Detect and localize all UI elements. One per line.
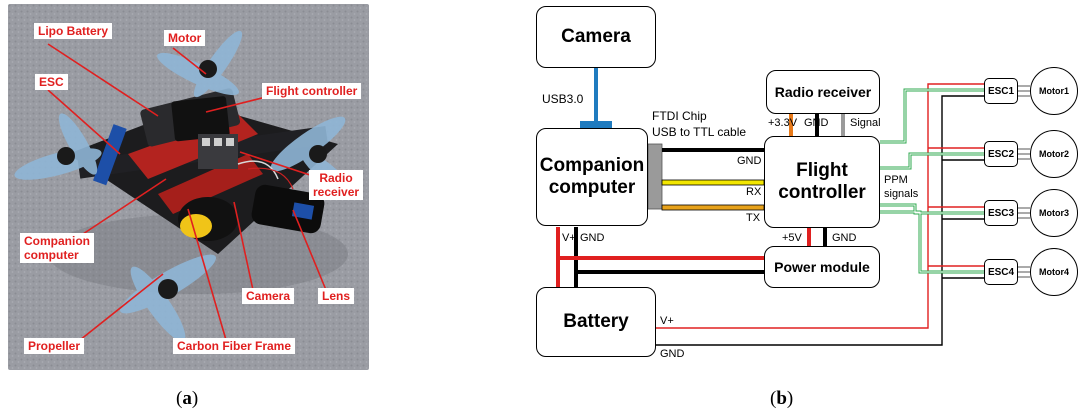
label-carbon-frame: Carbon Fiber Frame xyxy=(173,338,296,354)
flight-line1: Flight xyxy=(796,160,848,181)
gnd-battery-label: GND xyxy=(660,348,685,360)
caption-b-close: ) xyxy=(786,388,794,409)
esc2-box: ESC2 xyxy=(984,141,1018,167)
label-flight-controller: Flight controller xyxy=(262,83,362,99)
caption-b: (b) xyxy=(770,388,793,410)
companion-computer-box: Companion computer xyxy=(536,128,648,226)
usb3-label: USB3.0 xyxy=(542,92,584,106)
ppm-label-line1: PPM xyxy=(884,174,908,186)
flight-controller-box: Flight controller xyxy=(764,136,880,228)
label-radio-receiver: Radio receiver xyxy=(309,170,364,200)
power-module-box: Power module xyxy=(764,246,880,288)
radio-receiver-box: Radio receiver xyxy=(766,70,880,114)
vplus-battery-label: V+ xyxy=(660,315,674,327)
vplus-companion-label: V+ xyxy=(562,232,576,244)
caption-a: (a) xyxy=(176,388,198,410)
wiring-diagram: Camera Radio receiver Companion computer… xyxy=(380,0,1080,380)
label-companion-line1: Companion xyxy=(24,234,90,248)
label-companion-computer: Companion computer xyxy=(20,233,94,263)
caption-a-close: ) xyxy=(191,388,199,409)
label-motor: Motor xyxy=(164,30,206,46)
motor4-circle: Motor4 xyxy=(1030,248,1078,296)
label-lens: Lens xyxy=(318,288,355,304)
photo-leader-lines xyxy=(47,43,327,341)
ftdi-label-line2: USB to TTL cable xyxy=(652,125,747,139)
signal-label: Signal xyxy=(850,117,881,129)
gnd-ftdi-label: GND xyxy=(737,155,762,167)
esc3-box: ESC3 xyxy=(984,200,1018,226)
tx-label: TX xyxy=(746,212,761,224)
label-radio-line1: Radio xyxy=(319,171,353,185)
battery-box: Battery xyxy=(536,287,656,357)
caption-b-open: ( xyxy=(770,388,777,409)
label-esc: ESC xyxy=(35,74,68,90)
gnd-power-label: GND xyxy=(832,232,857,244)
v33-label: +3.3V xyxy=(768,117,798,129)
companion-line1: Companion xyxy=(539,155,645,176)
companion-line2: computer xyxy=(548,177,636,198)
motor2-circle: Motor2 xyxy=(1030,130,1078,178)
camera-box: Camera xyxy=(536,6,656,68)
rx-label: RX xyxy=(746,186,762,198)
esc1-box: ESC1 xyxy=(984,78,1018,104)
label-radio-line2: receiver xyxy=(313,185,360,199)
caption-a-open: ( xyxy=(176,388,183,409)
wiring-lines xyxy=(556,68,1071,346)
drone-photo xyxy=(8,4,369,370)
caption-a-letter: a xyxy=(182,388,192,409)
gnd-radio-label: GND xyxy=(804,117,829,129)
drone-illustration xyxy=(8,4,369,370)
label-camera: Camera xyxy=(242,288,295,304)
gnd-companion-label: GND xyxy=(580,232,605,244)
label-propeller: Propeller xyxy=(24,338,85,354)
motor3-circle: Motor3 xyxy=(1030,189,1078,237)
flight-line2: controller xyxy=(778,182,866,203)
label-companion-line2: computer xyxy=(24,248,79,262)
caption-b-letter: b xyxy=(776,388,787,409)
esc4-box: ESC4 xyxy=(984,259,1018,285)
v5-label: +5V xyxy=(782,232,802,244)
motor1-circle: Motor1 xyxy=(1030,67,1078,115)
ftdi-label-line1: FTDI Chip xyxy=(652,109,707,123)
ppm-label-line2: signals xyxy=(884,188,919,200)
label-lipo-battery: Lipo Battery xyxy=(34,23,113,39)
